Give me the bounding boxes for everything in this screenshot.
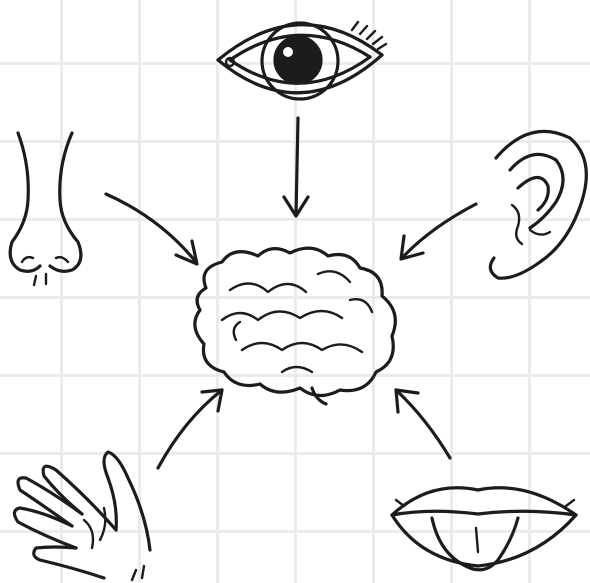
hand-icon [14,452,150,580]
eye-icon [218,22,386,99]
arrow-mouth-to-brain [396,390,450,458]
arrow-hand-to-brain [158,390,222,468]
mouth-tongue-icon [392,488,576,570]
arrow-eye-to-brain [284,118,308,216]
brain-icon [195,248,395,404]
ear-icon [490,131,586,278]
nose-icon [10,133,81,285]
arrow-nose-to-brain [106,194,197,264]
arrow-ear-to-brain [401,204,476,259]
